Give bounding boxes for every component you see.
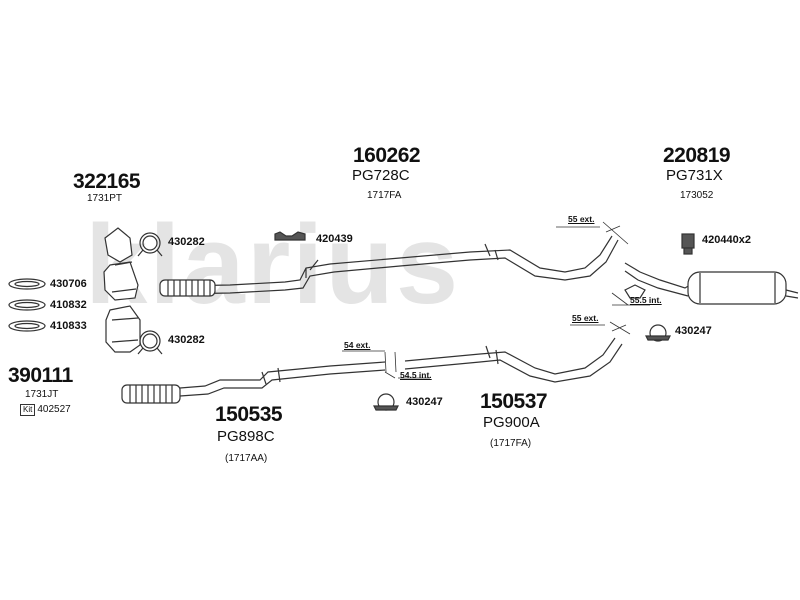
gasket-ring-1 — [8, 278, 46, 290]
fitting-gasket-1: 430706 — [50, 278, 87, 290]
part-number-390111: 390111 — [8, 364, 73, 387]
catalytic-converter-lower — [105, 305, 141, 353]
clamp-middle-drawing — [373, 393, 399, 411]
part-name-PG731X: PG731X — [666, 167, 723, 184]
part-ref-1731PT: 1731PT — [87, 193, 123, 204]
part-ref-1717FA: 1717FA — [367, 190, 402, 201]
watermark: klarius — [85, 202, 461, 327]
part-name-PG900A: PG900A — [483, 414, 540, 431]
part-name-PG728C: PG728C — [352, 167, 410, 184]
part-number-160262: 160262 — [353, 144, 421, 167]
part-number-150537: 150537 — [480, 390, 548, 413]
part-ref-1731JT: 1731JT — [25, 389, 59, 400]
fitting-clamp-middle: 430247 — [406, 396, 443, 408]
dimension-int-right: 55.5 int. — [630, 295, 662, 305]
part-number-322165: 322165 — [73, 170, 141, 193]
part-number-150535: 150535 — [215, 403, 283, 426]
fitting-clamp-right: 430247 — [675, 325, 712, 337]
kit-ref: 402527 — [37, 404, 71, 415]
flex-section-lower — [121, 384, 181, 404]
fitting-clamp-top: 430282 — [168, 236, 205, 248]
dimension-ext-right: 55 ext. — [572, 313, 599, 323]
dimension-ext-top: 55 ext. — [568, 214, 595, 224]
front-pipe-lower — [124, 361, 386, 392]
fitting-mount-right: 420440x2 — [702, 234, 751, 246]
kit-badge: Kit — [20, 404, 36, 416]
clamp-top-drawing — [137, 232, 163, 257]
fitting-gasket-3: 410833 — [50, 320, 87, 332]
fitting-gasket-2: 410832 — [50, 299, 87, 311]
rear-silencer — [624, 262, 799, 305]
mount-right-drawing — [681, 233, 695, 255]
catalytic-converter-upper — [103, 227, 139, 301]
middle-pipe — [404, 337, 616, 375]
part-name-PG898C: PG898C — [217, 428, 275, 445]
clamp-bottom-drawing — [137, 330, 163, 355]
part-ref-1717FA-paren: (1717FA) — [490, 438, 532, 449]
dimension-ext-middle: 54 ext. — [344, 340, 371, 350]
fitting-clamp-bottom: 430282 — [168, 334, 205, 346]
gasket-ring-3 — [8, 320, 46, 332]
part-ref-173052: 173052 — [680, 190, 714, 201]
fitting-hanger-top: 420439 — [316, 233, 353, 245]
hanger-top-drawing — [274, 231, 306, 241]
flex-section-upper — [159, 279, 216, 297]
part-number-220819: 220819 — [663, 144, 731, 167]
part-ref-1717AA: (1717AA) — [225, 453, 268, 464]
dimension-int-middle: 54.5 int. — [400, 370, 432, 380]
front-pipe-upper — [174, 235, 613, 287]
clamp-right-drawing — [645, 324, 671, 342]
gasket-ring-2 — [8, 299, 46, 311]
